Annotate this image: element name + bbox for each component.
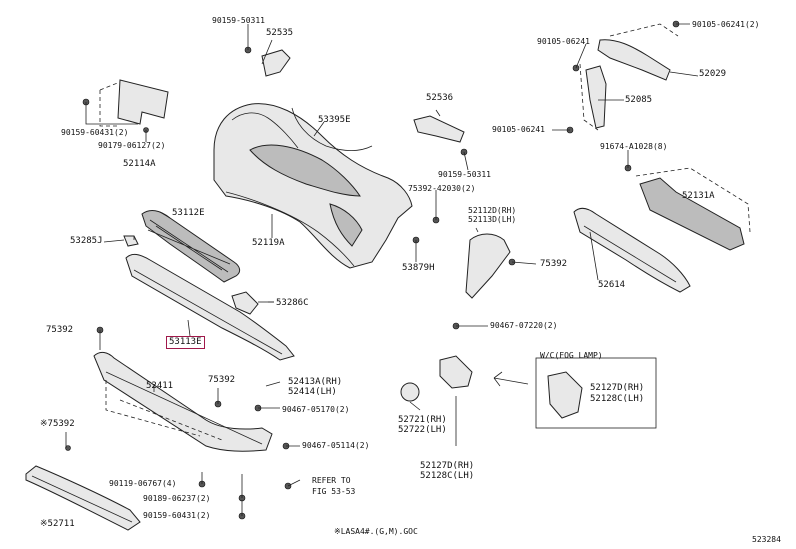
label-90159-50311-b: 90159-50311 <box>438 170 491 179</box>
bumper-lower-lip <box>225 191 355 267</box>
label-53285j: 53285J <box>70 236 103 246</box>
label-model-code: ※LASA4#.(G,M).GOC <box>334 527 418 536</box>
label-52119a: 52119A <box>252 238 285 248</box>
arrow-pointer <box>493 371 529 387</box>
label-52128c-lh-a: 52128C(LH) <box>590 394 645 404</box>
label-52721-rh: 52721(RH) <box>398 415 447 425</box>
label-90467-05114: 90467-05114(2) <box>302 441 370 450</box>
label-fig-53-53: FIG 53-53 <box>312 487 356 496</box>
label-90159-60431-a: 90159-60431(2) <box>61 128 129 137</box>
grille-shape <box>141 210 241 283</box>
upper-trim-shape <box>291 107 373 151</box>
label-75392-right: 75392 <box>540 259 568 269</box>
label-90159-60431-b: 90159-60431(2) <box>143 511 211 520</box>
clip-53286c-shape <box>231 291 259 315</box>
label-52536: 52536 <box>426 93 454 103</box>
label-53395e: 53395E <box>318 115 351 125</box>
label-90189-06237: 90189-06237(2) <box>143 494 211 503</box>
fender-liner-shape <box>465 233 511 299</box>
label-91674-a1028: 91674-A1028(8) <box>600 142 668 151</box>
label-90105-06241-a: 90105-06241 <box>537 37 590 46</box>
label-90467-05170: 90467-05170(2) <box>282 405 350 414</box>
label-53879h: 53879H <box>402 263 435 273</box>
bracket-52114a-shape <box>117 79 169 125</box>
bracket-52535-shape <box>261 49 291 77</box>
label-52131a: 52131A <box>682 191 715 201</box>
fog-lamp-cover-alt <box>547 371 583 419</box>
label-52112d-rh: 52112D(RH) <box>468 206 517 215</box>
lower-grille-shape <box>125 253 295 361</box>
label-52722-lh: 52722(LH) <box>398 425 447 435</box>
label-52114a: 52114A <box>123 159 156 169</box>
support-52029-shape <box>597 39 671 81</box>
lower-spoiler-shape <box>93 351 273 452</box>
label-75392-center: 75392 <box>208 375 236 385</box>
label-52535: 52535 <box>266 28 294 38</box>
lower-cover-52711-shape <box>25 465 141 531</box>
label-52127d-rh-b: 52127D(RH) <box>420 461 475 471</box>
fog-lamp-cover-shape <box>439 355 473 389</box>
label-52113d-lh: 52113D(LH) <box>468 215 517 224</box>
bumper-inner-edge <box>231 112 299 149</box>
absorber-52614-shape <box>573 207 691 293</box>
label-75392-left: 75392 <box>46 325 74 335</box>
label-fog-lamp-note: W/C(FOG LAMP) <box>540 351 603 360</box>
label-refer-to: REFER TO <box>312 476 351 485</box>
label-52411: 52411 <box>146 381 174 391</box>
label-52414-lh: 52414(LH) <box>288 387 337 397</box>
label-figure-number: 523284 <box>752 535 781 544</box>
label-52029: 52029 <box>699 69 727 79</box>
label-90105-06241-b: 90105-06241 <box>492 125 545 134</box>
bumper-fog-pocket <box>329 203 363 247</box>
bumper-grille-opening <box>249 144 361 197</box>
reinforcement-52131a-shape <box>639 177 745 251</box>
fog-lamp-box <box>535 357 657 429</box>
label-52614: 52614 <box>598 280 626 290</box>
label-75392-asterisk: ※75392 <box>40 419 75 429</box>
clip-53285j-shape <box>123 235 139 247</box>
label-90159-50311-a: 90159-50311 <box>212 16 265 25</box>
label-53286c: 53286C <box>276 298 309 308</box>
label-52127d-rh-a: 52127D(RH) <box>590 383 645 393</box>
label-52711-asterisk: ※52711 <box>40 519 75 529</box>
label-52085: 52085 <box>625 95 653 105</box>
label-75392-42030: 75392-42030(2) <box>408 184 476 193</box>
label-90105-06241-2: 90105-06241(2) <box>692 20 760 29</box>
label-90467-07220: 90467-07220(2) <box>490 321 558 330</box>
label-53112e: 53112E <box>172 208 205 218</box>
label-90119-06767: 90119-06767(4) <box>109 479 177 488</box>
retainer-52536-shape <box>413 115 465 143</box>
fog-lamp-bezel <box>400 382 420 402</box>
bracket-52085-shape <box>585 65 607 129</box>
label-52128c-lh-b: 52128C(LH) <box>420 471 475 481</box>
label-90179-06127: 90179-06127(2) <box>98 141 166 150</box>
label-52413a-rh: 52413A(RH) <box>288 377 343 387</box>
label-53113e-highlighted[interactable]: 53113E <box>166 336 205 349</box>
